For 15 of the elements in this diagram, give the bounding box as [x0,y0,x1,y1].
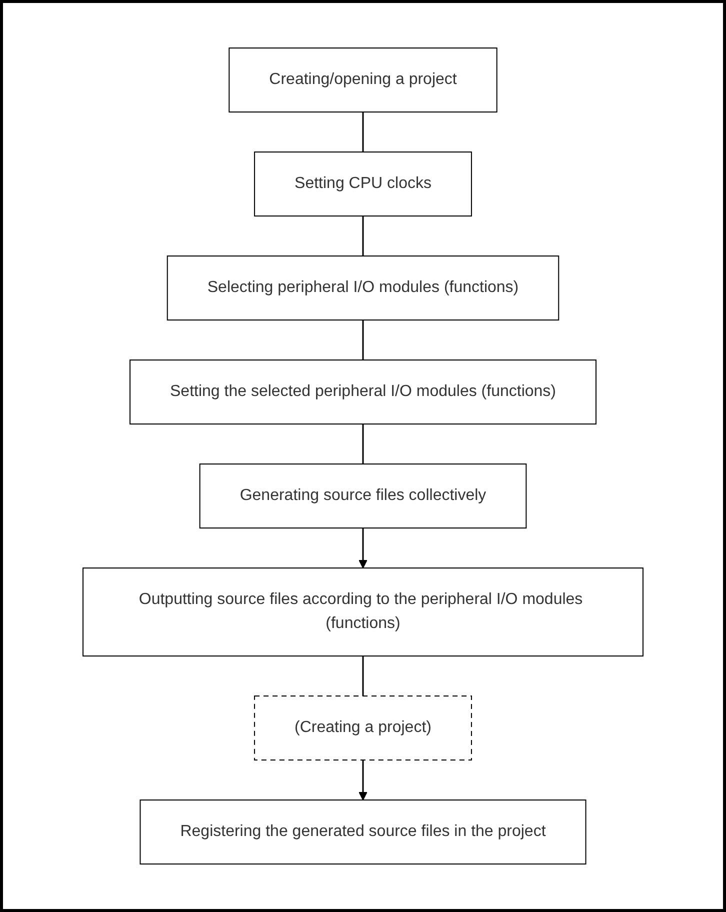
node-box: Setting CPU clocks [254,152,472,216]
node-box: Generating source files collectively [199,464,527,528]
connector [362,424,364,464]
node-box: Outputting source files according to the peripheral I/O modules (functions) [82,568,644,656]
node-box: Setting the selected peripheral I/O modules (functions) [130,360,596,424]
node-box: (Creating a project) [254,696,472,760]
arrow [358,528,368,568]
connector [362,112,364,152]
arrow [358,760,368,800]
node-box: Creating/opening a project [228,48,498,112]
connector [362,216,364,256]
node-box: Selecting peripheral I/O modules (functions) [166,256,560,320]
connector [362,656,364,696]
connector [362,320,364,360]
node-box: Registering the generated source files in the project [140,800,586,864]
